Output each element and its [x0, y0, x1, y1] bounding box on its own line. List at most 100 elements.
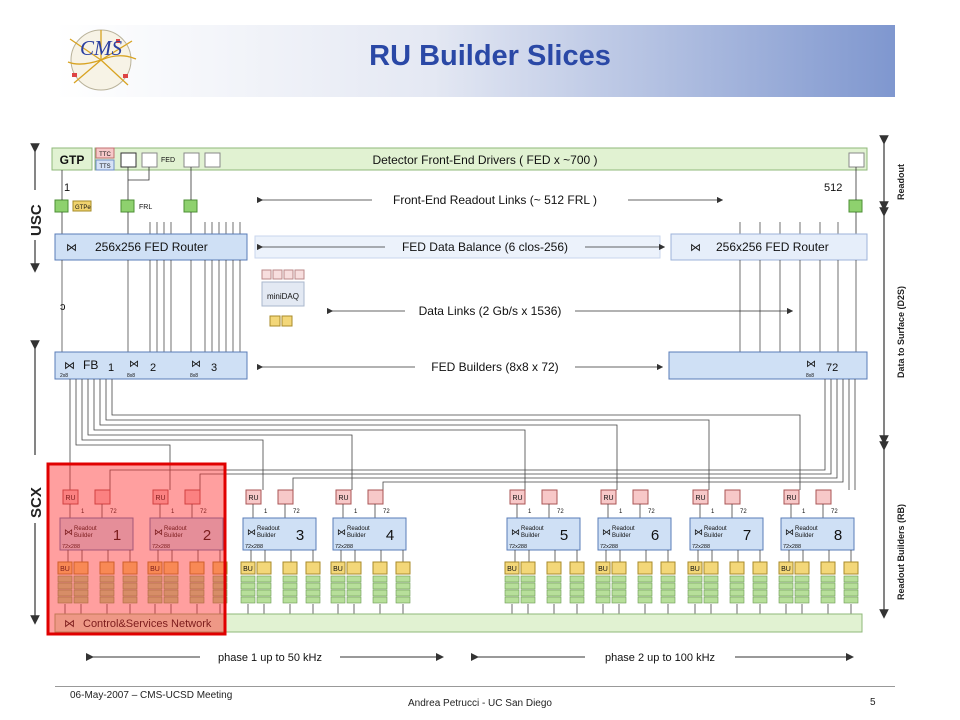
filter-unit	[778, 582, 794, 590]
ru-num-1: 1	[711, 509, 715, 515]
rb-number-8: 8	[834, 527, 842, 544]
bu-box	[703, 561, 719, 575]
bu-label: BU	[781, 566, 791, 573]
filter-unit	[504, 589, 520, 597]
filter-unit	[395, 582, 411, 590]
readout-builder-7	[689, 517, 764, 551]
filter-unit	[163, 596, 179, 604]
filter-unit	[687, 596, 703, 604]
minidaq-box	[261, 281, 305, 307]
filter-unit	[189, 596, 205, 604]
filter-unit	[395, 589, 411, 597]
ru-label: RU	[155, 495, 165, 502]
rb-size: 72x288	[335, 544, 353, 550]
filter-unit	[660, 596, 676, 604]
rb-title: Readout	[164, 526, 187, 532]
rb-bowtie-icon: ⋈	[785, 527, 794, 537]
filter-unit	[305, 575, 321, 583]
readout-builder-1	[59, 517, 134, 551]
footer-date-meeting: 06-May-2007 – CMS-UCSD Meeting	[70, 690, 233, 701]
svg-text:⋈: ⋈	[64, 618, 75, 630]
filter-unit	[729, 596, 745, 604]
ru-box-1	[783, 489, 800, 505]
filter-unit	[372, 582, 388, 590]
filter-unit	[794, 582, 810, 590]
readout-builder-8	[780, 517, 855, 551]
filter-unit	[778, 589, 794, 597]
bu-box	[147, 561, 163, 575]
bu-box	[57, 561, 73, 575]
tts-box	[95, 159, 115, 171]
filter-unit	[330, 589, 346, 597]
control-services-network	[54, 613, 863, 633]
rb-title-2: Builder	[257, 533, 276, 539]
filter-unit	[212, 589, 228, 597]
rb-bowtie-icon: ⋈	[247, 527, 256, 537]
filter-unit	[73, 589, 89, 597]
filter-unit	[611, 582, 627, 590]
rb-size: 72x288	[600, 544, 618, 550]
filter-unit	[660, 582, 676, 590]
fb-label: FB	[83, 358, 98, 372]
filter-unit	[395, 596, 411, 604]
fb-size-8x8-b: 8x8	[190, 373, 198, 379]
ru-num-1: 1	[171, 509, 175, 515]
filter-unit	[611, 575, 627, 583]
filter-unit	[820, 589, 836, 597]
filter-unit	[752, 596, 768, 604]
ru-box-72	[277, 489, 294, 505]
bu-box	[282, 561, 298, 575]
filter-unit	[147, 589, 163, 597]
filter-unit	[595, 589, 611, 597]
fed-router-left-label: 256x256 FED Router	[95, 240, 208, 254]
slide-title: RU Builder Slices	[369, 40, 611, 72]
filter-unit	[637, 596, 653, 604]
filter-unit	[189, 589, 205, 597]
ru-box-1	[509, 489, 526, 505]
rb-size: 72x288	[692, 544, 710, 550]
filter-unit	[122, 596, 138, 604]
ru-label: RU	[695, 495, 705, 502]
filter-unit	[99, 596, 115, 604]
filter-unit	[57, 575, 73, 583]
filter-unit	[660, 589, 676, 597]
usc-label: USC	[28, 204, 45, 236]
filter-unit	[752, 582, 768, 590]
readout-label: Readout	[896, 164, 906, 200]
bu-label: BU	[243, 566, 253, 573]
bu-box	[687, 561, 703, 575]
filter-unit	[330, 582, 346, 590]
minidaq-label: miniDAQ	[267, 292, 299, 301]
svg-text:⋈: ⋈	[64, 360, 75, 372]
filter-unit	[330, 575, 346, 583]
rb-bowtie-icon: ⋈	[64, 527, 73, 537]
filter-unit	[395, 575, 411, 583]
filter-unit	[703, 596, 719, 604]
filter-unit	[595, 596, 611, 604]
fed-router-right-label: 256x256 FED Router	[716, 240, 829, 254]
filter-unit	[305, 589, 321, 597]
frl-label: FRL	[139, 204, 152, 211]
filter-unit	[256, 575, 272, 583]
filter-unit	[346, 575, 362, 583]
filter-unit	[687, 582, 703, 590]
filter-unit	[189, 575, 205, 583]
rb-number-6: 6	[651, 527, 659, 544]
bu-box	[122, 561, 138, 575]
ru-box-1	[600, 489, 617, 505]
svg-text:⋈: ⋈	[66, 242, 77, 254]
rb-bowtie-icon: ⋈	[694, 527, 703, 537]
filter-unit	[282, 589, 298, 597]
rb-number-5: 5	[560, 527, 568, 544]
filter-unit	[147, 596, 163, 604]
filter-unit	[546, 575, 562, 583]
filter-unit	[843, 596, 859, 604]
ru-box-1	[62, 489, 79, 505]
filter-unit	[794, 575, 810, 583]
filter-unit	[305, 582, 321, 590]
filter-unit	[569, 596, 585, 604]
fed-router-right	[670, 233, 868, 261]
rb-bowtie-icon: ⋈	[511, 527, 520, 537]
phase2-label: phase 2 up to 100 kHz	[605, 652, 715, 664]
